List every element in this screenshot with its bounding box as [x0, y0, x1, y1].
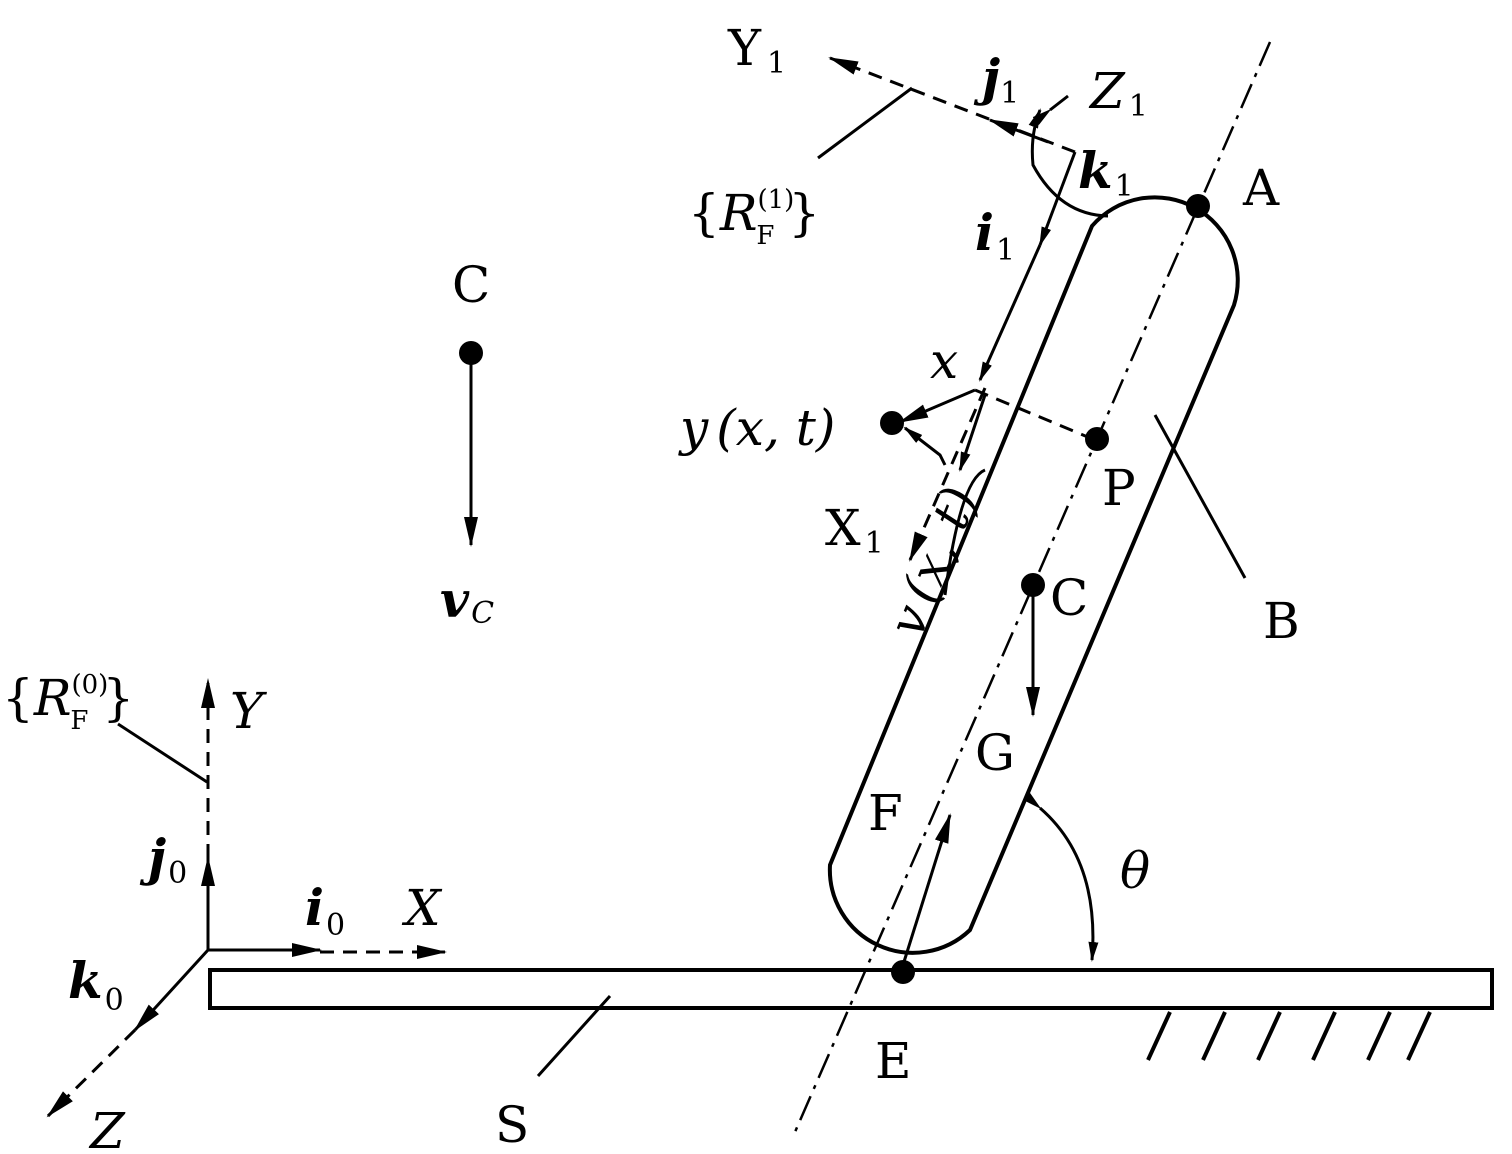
label-frame1: {R(1)F} [688, 184, 820, 251]
label-b: B [1263, 592, 1300, 650]
label-c-mid: C [1050, 569, 1088, 627]
p-dashed-link [974, 388, 1096, 442]
label-z0: Z [88, 1102, 126, 1154]
ground-hatching [1146, 1011, 1432, 1061]
label-s: S [495, 1096, 529, 1154]
label-i0: i0 [305, 878, 345, 943]
ground-support [208, 968, 1494, 1010]
label-g: G [975, 724, 1015, 782]
frame1-leader-line [817, 86, 913, 160]
label-vc: vC [440, 570, 494, 631]
v-label-curve [943, 468, 986, 596]
v-displacement-arrow [958, 394, 987, 472]
f-force-arrow [901, 813, 952, 966]
label-a: A [1242, 159, 1280, 217]
label-theta: θ [1120, 842, 1150, 900]
label-j1: j1 [973, 48, 1019, 111]
label-y0: Y [230, 682, 267, 740]
small-bracket [903, 426, 947, 466]
label-f: F [868, 784, 903, 842]
point-p [1085, 427, 1109, 451]
y1-axis-dashed [828, 56, 1076, 154]
label-x: x [930, 332, 958, 390]
point-e [891, 960, 915, 984]
beam-axis-line [793, 41, 1272, 1133]
label-frame0: {R(0)F} [2, 669, 134, 736]
label-k0: k0 [68, 951, 124, 1018]
body-b-leader-line [1153, 414, 1247, 579]
k1-rotation-arc [1028, 108, 1109, 218]
z1-arrow [1032, 94, 1069, 125]
point-a [1186, 194, 1210, 218]
label-y-xt: y(x, t) [678, 399, 835, 457]
label-x0: X [401, 879, 443, 937]
z0-axis-dashed [46, 1028, 137, 1118]
x-coordinate-arrow [978, 244, 1042, 382]
label-c-top: C [452, 256, 490, 314]
label-k1: k1 [1078, 141, 1134, 204]
frame0-leader-line [117, 722, 208, 784]
beam-body [827, 195, 1240, 955]
j1-arrow [988, 118, 1049, 144]
ground-leader-line [536, 994, 612, 1078]
label-j0: j0 [139, 828, 187, 891]
label-v-xt: v(x, t) [877, 479, 989, 645]
theta-angle-arc [1023, 792, 1099, 962]
x1-axis-dashed [908, 387, 987, 562]
label-e: E [875, 1032, 912, 1090]
label-p: P [1102, 459, 1136, 517]
point-y-end [880, 411, 904, 435]
label-i1: i1 [975, 203, 1015, 268]
y-displacement-arrow [898, 388, 976, 424]
k0-arrow [133, 948, 210, 1032]
